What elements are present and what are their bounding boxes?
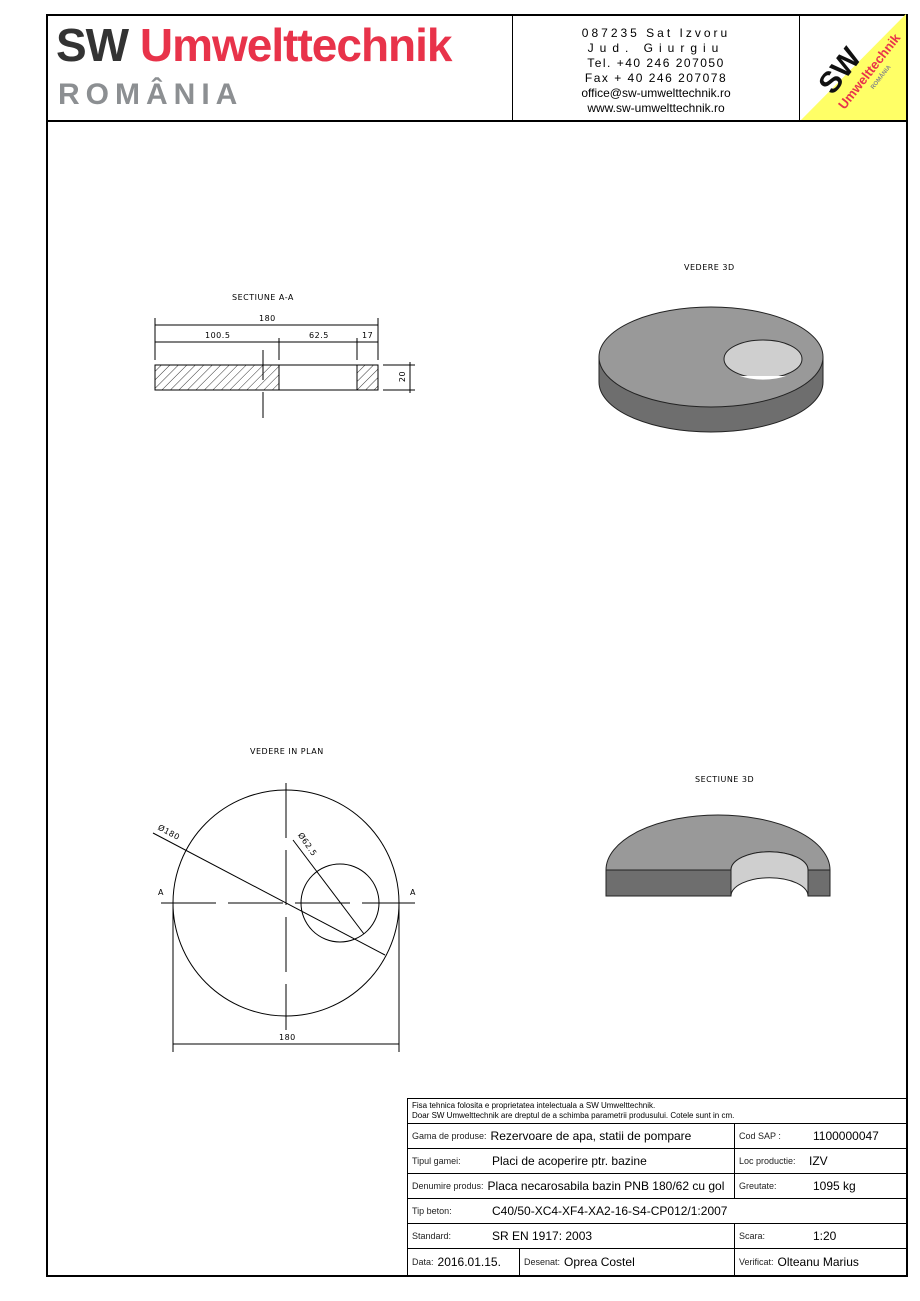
section-aa-title: SECTIUNE A-A	[232, 293, 294, 302]
fax: Fax + 40 246 207078	[584, 71, 728, 85]
verif-label: Verificat:	[739, 1257, 774, 1267]
phone: Tel. +40 246 207050	[587, 56, 725, 70]
std-value: SR EN 1917: 2003	[492, 1229, 593, 1243]
note-ownership: Fisa tehnica folosita e proprietatea int…	[412, 1101, 656, 1110]
beton-value: C40/50-XC4-XF4-XA2-16-S4-CP012/1:2007	[492, 1204, 728, 1218]
sap-label: Cod SAP :	[739, 1131, 781, 1141]
dim-hole: 62.5	[309, 331, 329, 340]
company-address: 087235 Sat Izvoru Jud. Giurgiu Tel. +40 …	[512, 14, 800, 120]
desenat-label: Desenat:	[524, 1257, 561, 1267]
address-county: Jud. Giurgiu	[587, 41, 725, 55]
loc-label: Loc productie:	[739, 1156, 796, 1166]
badge-logo: SW Umwelttechnik ROMÂNIA	[801, 14, 906, 120]
logo-brand: Umwelttechnik	[139, 19, 453, 71]
den-value: Placa necarosabila bazin PNB 180/62 cu g…	[487, 1179, 725, 1193]
logo-country: ROMÂNIA	[58, 78, 244, 111]
greu-value: 1095 kg	[813, 1179, 856, 1193]
tip-value: Placi de acoperire ptr. bazine	[492, 1154, 647, 1168]
plan-dim-width: 180	[279, 1033, 296, 1042]
dim-left: 100.5	[205, 331, 231, 340]
gama-label: Gama de produse:	[412, 1131, 487, 1141]
page-frame	[46, 14, 908, 1277]
tip-label: Tipul gamei:	[412, 1156, 461, 1166]
section-3d-title: SECTIUNE 3D	[695, 775, 755, 784]
gama-value: Rezervoare de apa, statii de pompare	[490, 1129, 692, 1143]
loc-value: IZV	[809, 1154, 828, 1168]
plan-title: VEDERE IN PLAN	[250, 747, 324, 756]
greu-label: Greutate:	[739, 1181, 777, 1191]
header: SW Umwelttechnik ROMÂNIA 087235 Sat Izvo…	[46, 14, 906, 122]
scara-label: Scara:	[739, 1231, 766, 1241]
dim-total: 180	[259, 314, 276, 323]
desenat-value: Oprea Costel	[564, 1255, 635, 1269]
std-label: Standard:	[412, 1231, 452, 1241]
verif-value: Olteanu Marius	[777, 1255, 859, 1269]
dim-right: 17	[362, 331, 374, 340]
data-value: 2016.01.15.	[437, 1255, 501, 1269]
sap-value: 1100000047	[813, 1129, 879, 1143]
cut-label-left: A	[158, 888, 164, 897]
website: www.sw-umwelttechnik.ro	[587, 101, 725, 115]
den-label: Denumire produs:	[412, 1181, 484, 1191]
note-rights: Doar SW Umwelttechnik are dreptul de a s…	[412, 1111, 735, 1120]
scara-value: 1:20	[813, 1229, 837, 1243]
company-logo: SW Umwelttechnik	[56, 18, 453, 72]
email: office@sw-umwelttechnik.ro	[581, 86, 731, 100]
data-label: Data:	[412, 1257, 434, 1267]
logo-sw: SW	[56, 19, 129, 71]
beton-label: Tip beton:	[412, 1206, 452, 1216]
cut-label-right: A	[410, 888, 416, 897]
view-3d-title: VEDERE 3D	[684, 263, 735, 272]
title-block: Fisa tehnica folosita e proprietatea int…	[407, 1098, 907, 1276]
dim-thickness: 20	[398, 370, 408, 383]
address-line: 087235 Sat Izvoru	[581, 26, 731, 40]
